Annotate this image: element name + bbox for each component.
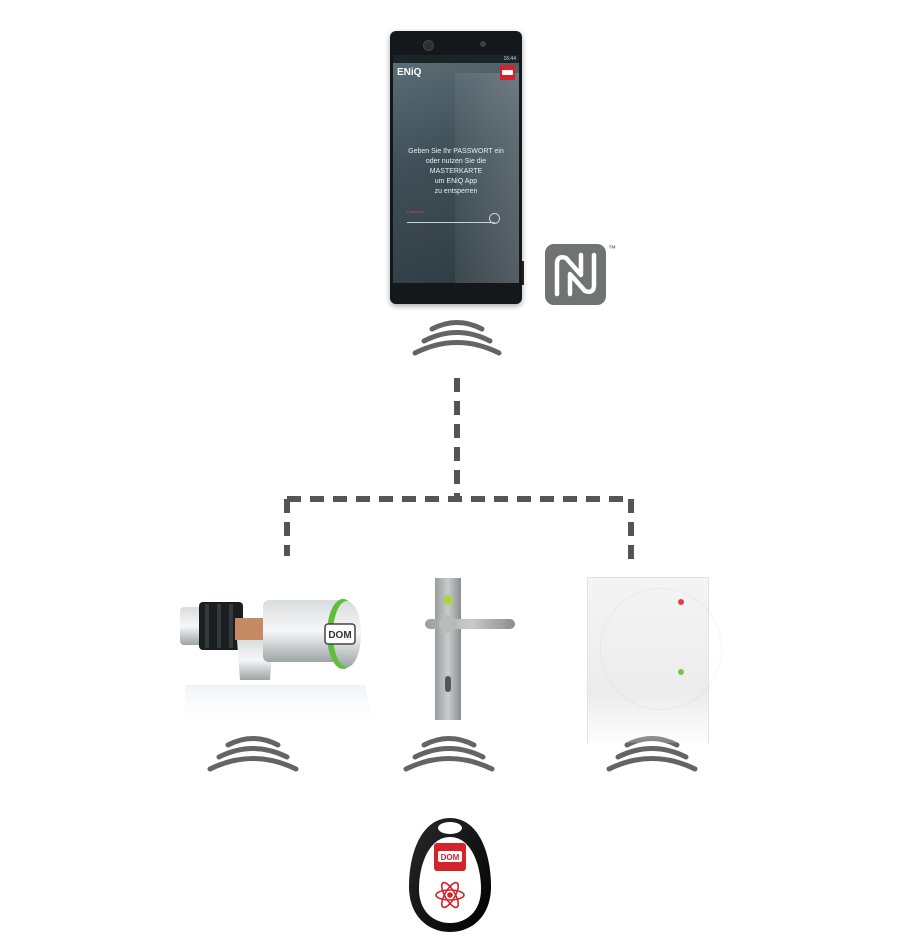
reader-ring bbox=[600, 588, 722, 710]
wall-reader bbox=[587, 577, 722, 743]
keyfob-dom-logo: DOM bbox=[441, 853, 460, 862]
status-time: 16:44 bbox=[503, 56, 516, 62]
electronic-door-handle bbox=[420, 578, 520, 723]
trademark-symbol: ™ bbox=[608, 244, 616, 253]
sensor-icon bbox=[480, 41, 486, 47]
cylinder-wireless-signal-icon bbox=[207, 736, 299, 772]
master-key-fob: DOM bbox=[405, 815, 495, 935]
red-led-indicator bbox=[678, 599, 684, 605]
green-led-indicator bbox=[678, 669, 684, 675]
password-label: Passwort bbox=[407, 209, 424, 214]
phone-screen: 16:44 ENiQ Geben Sie Ihr PASSWORT ein od… bbox=[393, 55, 519, 283]
nfc-logo-icon bbox=[545, 244, 606, 305]
unlock-message: Geben Sie Ihr PASSWORT ein oder nutzen S… bbox=[408, 148, 504, 195]
app-title: ENiQ bbox=[397, 67, 422, 78]
dom-logo-icon bbox=[500, 65, 515, 80]
phone-wireless-signal-icon bbox=[412, 320, 502, 356]
submit-password-button[interactable] bbox=[489, 213, 500, 224]
dashed-connection-lines bbox=[284, 378, 634, 560]
reader-wireless-signal-icon bbox=[606, 736, 698, 772]
status-bar: 16:44 bbox=[393, 55, 519, 63]
handle-wireless-signal-icon bbox=[403, 736, 495, 772]
front-camera-icon bbox=[423, 40, 434, 51]
atom-icon bbox=[435, 881, 465, 909]
phone-side-button bbox=[522, 261, 524, 285]
cylinder-dom-logo: DOM bbox=[328, 630, 351, 641]
smartphone: 16:44 ENiQ Geben Sie Ihr PASSWORT ein od… bbox=[390, 31, 524, 304]
electronic-cylinder-lock: DOM bbox=[175, 590, 380, 740]
door-background bbox=[455, 73, 519, 283]
password-input[interactable] bbox=[407, 222, 495, 223]
